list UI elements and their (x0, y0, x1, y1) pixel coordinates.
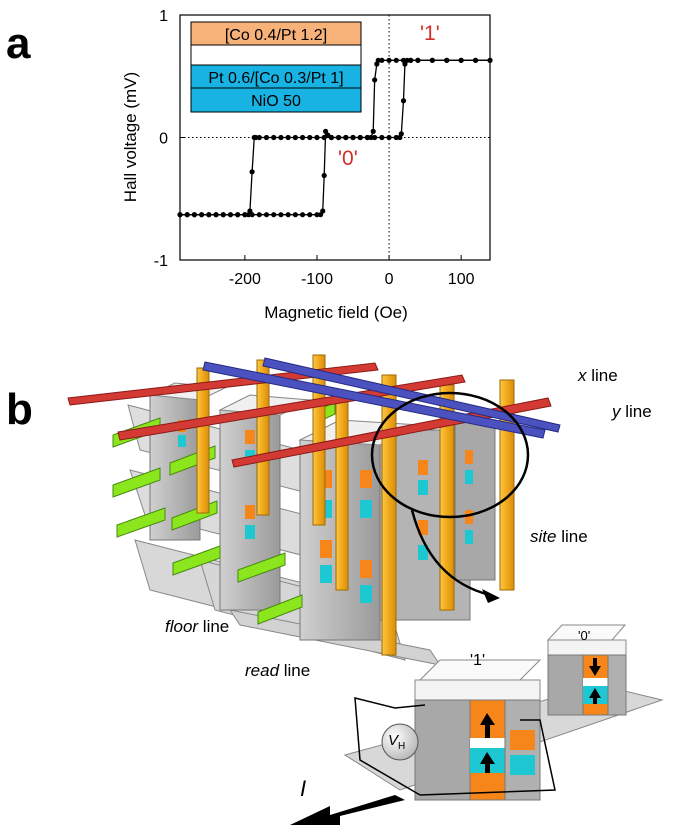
y-tick-label: 1 (159, 8, 168, 25)
data-point (249, 169, 255, 175)
data-point (307, 134, 313, 141)
layer-stack-legend: [Co 0.4/Pt 1.2] Pt 0.6/[Co 0.3/Pt 1] NiO… (190, 21, 362, 113)
y-axis-label: Hall voltage (mV) (121, 72, 140, 202)
data-point (370, 128, 376, 134)
data-point (402, 61, 408, 67)
panel-label-a: a (6, 19, 31, 68)
data-point (191, 212, 198, 218)
data-point (397, 134, 403, 141)
data-point (307, 212, 313, 218)
data-point (444, 57, 450, 63)
layer-nio-label: NiO 50 (251, 93, 301, 110)
data-point (263, 212, 270, 218)
data-point (343, 134, 349, 141)
x-tick-label: -200 (229, 271, 261, 288)
data-point (256, 134, 262, 141)
current-arrow (290, 795, 405, 825)
floor-lines-green (112, 401, 336, 625)
data-point (458, 57, 464, 63)
data-point (375, 57, 381, 63)
cell-one-label: '1' (470, 652, 486, 669)
hall-voltage-chart: -200 -100 0 100 -1 0 1 [Co 0.4/Pt 1.2] Pt 0.6/… (121, 8, 493, 322)
layer-co-pt-top-label: [Co 0.4/Pt 1.2] (225, 27, 327, 44)
data-point (336, 134, 342, 141)
data-point (321, 172, 327, 179)
data-point (292, 134, 298, 141)
data-point (472, 57, 479, 63)
data-point (206, 212, 212, 218)
layer-pt-co-bottom-label: Pt 0.6/[Co 0.3/Pt 1] (208, 70, 343, 87)
x-tick-label: -100 (301, 271, 333, 288)
data-point (271, 212, 277, 218)
data-point (278, 212, 284, 218)
site-line-pillars (196, 354, 515, 656)
x-axis-label: Magnetic field (Oe) (264, 303, 408, 322)
zoom-arrow (410, 509, 491, 597)
data-point (213, 212, 219, 218)
data-point (393, 57, 399, 63)
annotation-one: '1' (420, 22, 440, 45)
data-point (415, 57, 421, 63)
data-point (323, 128, 329, 134)
layer-spacer (190, 44, 362, 66)
current-label: I (300, 776, 307, 801)
data-point (220, 212, 226, 218)
data-point (379, 134, 385, 141)
data-point (285, 212, 291, 218)
data-point (372, 77, 378, 83)
y-tick-label: -1 (154, 253, 168, 270)
data-point (249, 212, 255, 218)
data-point (253, 134, 259, 141)
panel-label-b: b (6, 385, 33, 434)
chart-plot-area (177, 57, 493, 218)
word-lines (67, 357, 561, 468)
x-tick-label: 0 (385, 271, 394, 288)
data-point (256, 212, 262, 218)
layer-nio (190, 87, 362, 113)
data-point (263, 134, 270, 141)
data-point (227, 212, 234, 218)
hall-voltage-probe-label: VH (388, 732, 406, 752)
site-line-label: site line (530, 527, 588, 546)
floor-line-label: floor line (165, 617, 230, 636)
data-point (299, 212, 306, 218)
data-point (400, 98, 407, 104)
data-point (408, 57, 414, 63)
chart-axes: -200 -100 0 100 -1 0 1 (154, 8, 491, 288)
y-tick-label: 0 (159, 131, 168, 148)
data-point (242, 212, 248, 218)
cell-zero-label: '0' (578, 628, 591, 643)
data-point (271, 134, 277, 141)
data-point (372, 134, 378, 141)
data-point (317, 212, 324, 218)
data-point (314, 212, 320, 218)
annotation-zero: '0' (338, 147, 358, 170)
memory-cell-blocks (148, 382, 496, 641)
y-line-label: y line (612, 402, 652, 421)
x-tick-label: 100 (448, 271, 475, 288)
zoom-arrowhead (482, 589, 500, 603)
data-point (429, 57, 435, 63)
zoom-circle (370, 391, 530, 519)
data-point (292, 212, 298, 218)
data-point (199, 212, 205, 218)
data-point (184, 212, 190, 218)
data-point (235, 212, 241, 218)
data-point (364, 134, 371, 141)
x-line-label: x line (578, 366, 618, 385)
data-point (299, 134, 306, 141)
data-point (379, 57, 385, 63)
read-line-label: read line (245, 661, 311, 680)
